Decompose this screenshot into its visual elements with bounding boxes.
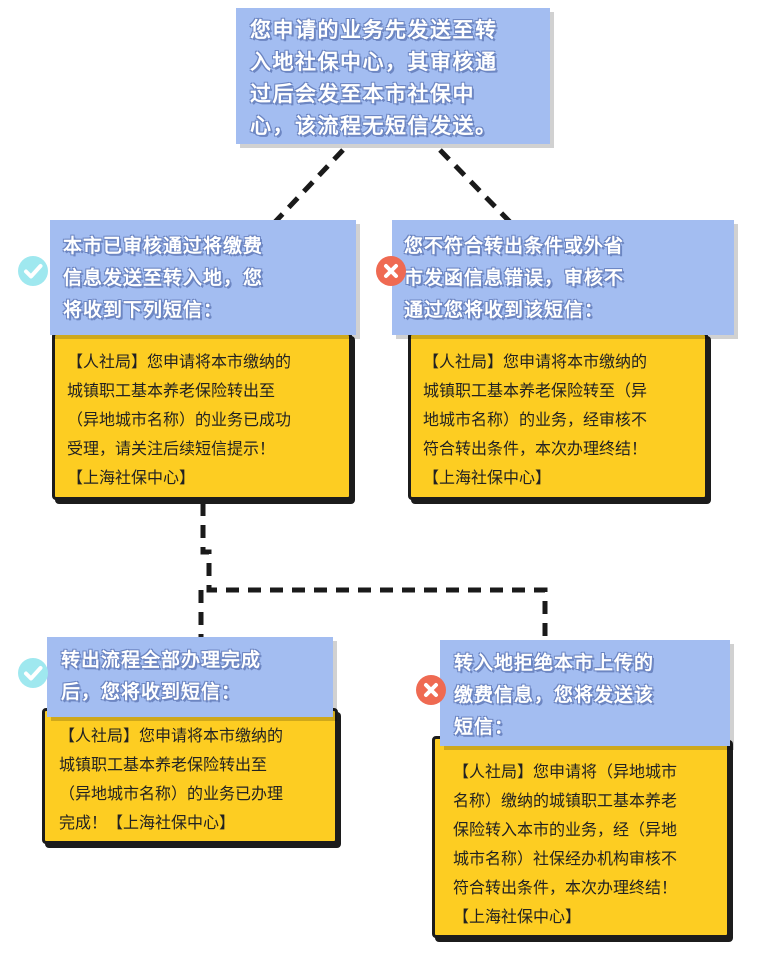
top-note-line: 入地社保中心，其审核通 <box>250 50 498 74</box>
message-line: （异地城市名称）的业务已成功 <box>67 410 292 429</box>
cross-circle-icon <box>416 675 446 705</box>
message-line: （异地城市名称）的业务已办理 <box>59 784 284 803</box>
top-note-line: 心，该流程无短信发送。 <box>250 114 498 138</box>
connector-top-left <box>273 148 345 224</box>
top-note-line: 您申请的业务先发送至转 <box>250 18 498 42</box>
message-line: 地城市名称）的业务，经审核不 <box>423 410 648 429</box>
rejected-message-box: 【人社局】您申请将本市缴纳的 城镇职工基本养老保险转至（异 地城市名称）的业务，… <box>408 332 708 500</box>
header-line: 信息发送至转入地，您 <box>63 267 264 289</box>
refused-message-box: 【人社局】您申请将（异地城市 名称）缴纳的城镇职工基本养老 保险转入本市的业务，… <box>432 736 730 938</box>
header-line: 将收到下列短信： <box>63 299 224 321</box>
message-line: 【人社局】您申请将本市缴纳的 <box>59 726 284 745</box>
message-line: 符合转出条件，本次办理终结！ <box>423 439 648 458</box>
message-line: 【上海社保中心】 <box>67 468 196 487</box>
message-line: 【人社局】您申请将本市缴纳的 <box>67 352 292 371</box>
message-line: 城市名称）社保经办机构审核不 <box>453 849 678 868</box>
message-line: 完成！【上海社保中心】 <box>59 813 236 832</box>
message-line: 【上海社保中心】 <box>423 468 552 487</box>
message-line: 城镇职工基本养老保险转出至 <box>67 381 276 400</box>
message-line: 城镇职工基本养老保险转至（异 <box>423 381 648 400</box>
header-line: 缴费信息，您将发送该 <box>454 684 655 706</box>
header-line: 通过您将收到该短信： <box>404 299 605 321</box>
approved-header: 本市已审核通过将缴费 信息发送至转入地，您 将收到下列短信： <box>50 220 356 335</box>
cross-circle-icon <box>376 256 406 286</box>
completed-message-box: 【人社局】您申请将本市缴纳的 城镇职工基本养老保险转出至 （异地城市名称）的业务… <box>42 708 338 844</box>
header-line: 本市已审核通过将缴费 <box>63 235 264 257</box>
rejected-header: 您不符合转出条件或外省 市发函信息错误，审核不 通过您将收到该短信： <box>392 220 734 335</box>
check-circle-icon <box>18 256 48 286</box>
connector-lower-branch <box>200 503 548 642</box>
completed-header: 转出流程全部办理完成 后，您将收到短信： <box>47 637 333 717</box>
message-line: 符合转出条件，本次办理终结！ <box>453 878 678 897</box>
message-line: 【人社局】您申请将（异地城市 <box>453 762 678 781</box>
header-line: 市发函信息错误，审核不 <box>404 267 625 289</box>
header-line: 短信： <box>454 716 515 738</box>
message-line: 保险转入本市的业务，经（异地 <box>453 820 678 839</box>
check-circle-icon <box>18 658 48 688</box>
header-line: 您不符合转出条件或外省 <box>404 235 625 257</box>
message-line: 城镇职工基本养老保险转出至 <box>59 755 268 774</box>
message-line: 【人社局】您申请将本市缴纳的 <box>423 352 648 371</box>
message-line: 名称）缴纳的城镇职工基本养老 <box>453 791 678 810</box>
header-line: 转入地拒绝本市上传的 <box>454 652 655 674</box>
header-line: 后，您将收到短信： <box>61 681 242 703</box>
connector-top-right <box>438 148 512 224</box>
top-note-line: 过后会发至本市社保中 <box>250 82 475 106</box>
message-line: 受理，请关注后续短信提示！ <box>67 439 276 458</box>
header-line: 转出流程全部办理完成 <box>61 649 262 671</box>
approved-message-box: 【人社局】您申请将本市缴纳的 城镇职工基本养老保险转出至 （异地城市名称）的业务… <box>52 332 352 500</box>
top-note-box: 您申请的业务先发送至转 入地社保中心，其审核通 过后会发至本市社保中 心，该流程… <box>236 8 550 144</box>
refused-header: 转入地拒绝本市上传的 缴费信息，您将发送该 短信： <box>440 640 730 746</box>
message-line: 【上海社保中心】 <box>453 907 582 926</box>
